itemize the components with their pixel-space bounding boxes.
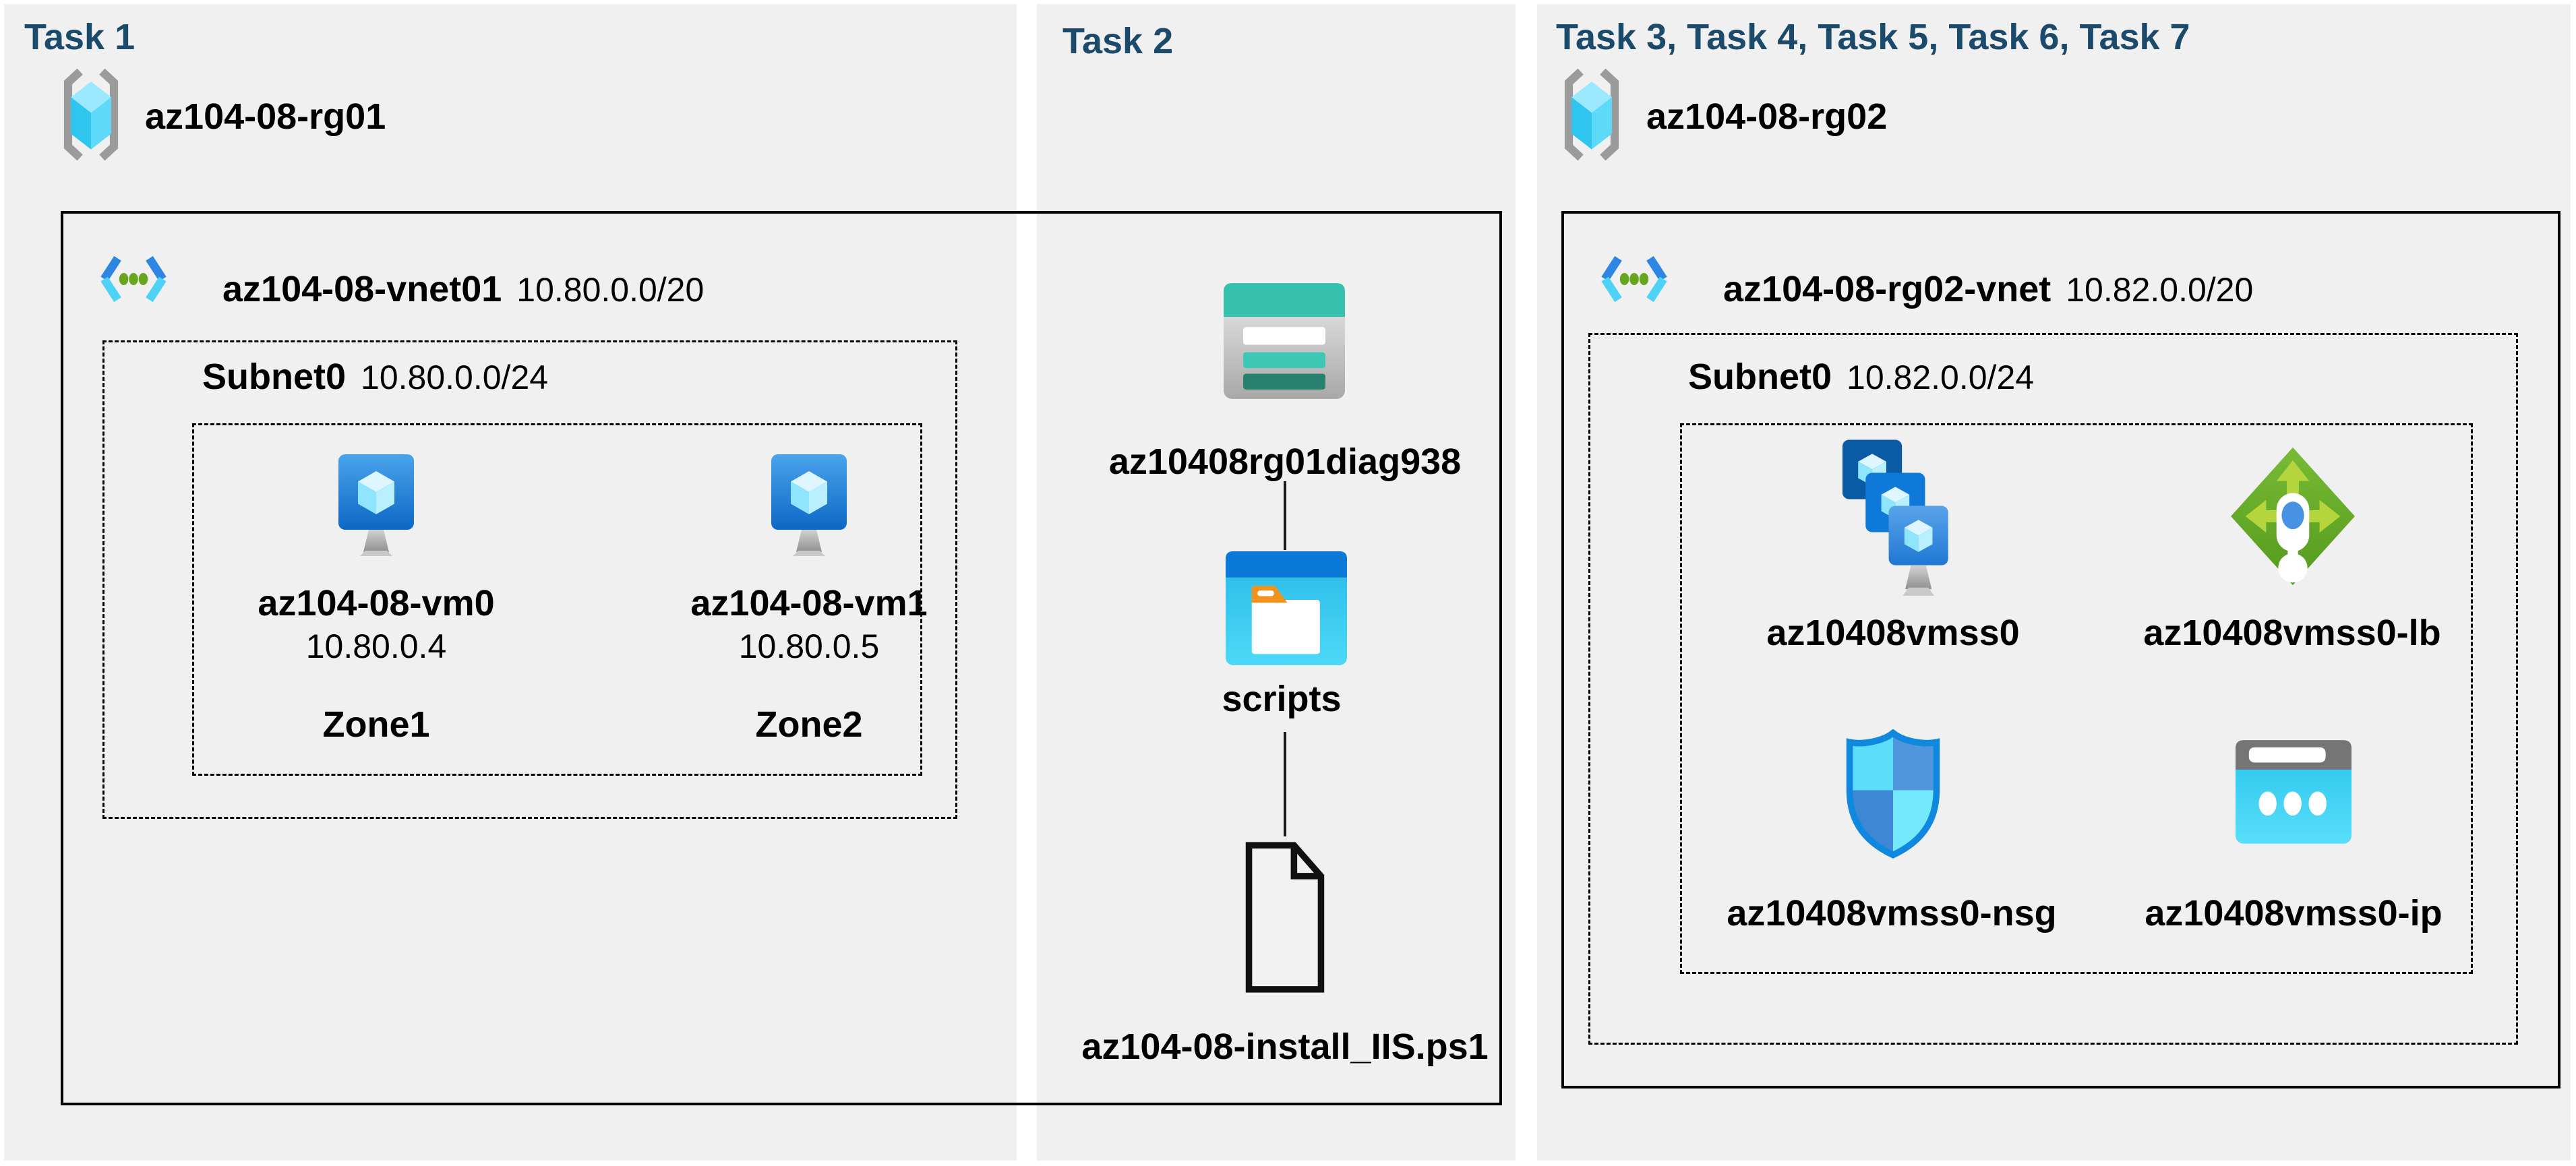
vm-scale-set-icon: [1824, 438, 1956, 603]
vmss-label: az10408vmss0: [1766, 613, 2020, 653]
vnet1-label: az104-08-vnet01 10.80.0.0/20: [222, 268, 704, 310]
vmss-resources-dashed-box: [1680, 423, 2473, 974]
vm-zone: Zone2: [755, 704, 863, 745]
virtual-machine-icon: [770, 453, 848, 557]
panel-task3: [1537, 4, 2571, 1161]
subnet1-cidr: 10.80.0.0/24: [361, 359, 549, 396]
file-label: az104-08-install_IIS.ps1: [1081, 1026, 1489, 1067]
vm-zone: Zone1: [322, 704, 430, 745]
vnet2-cidr: 10.82.0.0/20: [2066, 271, 2254, 309]
vnet1-cidr: 10.80.0.0/20: [516, 271, 705, 309]
lb-label: az10408vmss0-lb: [2143, 613, 2441, 653]
task1-title: Task 1: [24, 17, 136, 57]
subnet1-dashed-box: [102, 340, 957, 819]
task2-title: Task 2: [1062, 21, 1174, 61]
subnet1-label: Subnet0 10.80.0.0/24: [202, 356, 548, 398]
network-security-group-icon: [1842, 729, 1944, 859]
public-ip-label: az10408vmss0-ip: [2145, 893, 2443, 933]
storage-account-label: az10408rg01diag938: [1108, 441, 1462, 482]
task3-title: Task 3, Task 4, Task 5, Task 6, Task 7: [1556, 17, 2190, 57]
resource-group-icon: [1561, 69, 1622, 160]
zones-dashed-box: [192, 423, 922, 776]
connector-storage-to-container: [1284, 481, 1286, 550]
resource-group-label: az104-08-rg01: [145, 96, 386, 137]
vnet2-solid-box: [1561, 211, 2560, 1088]
vm-ip: 10.80.0.4: [305, 627, 447, 665]
virtual-network-icon: [96, 247, 171, 311]
subnet2-dashed-box: [1588, 333, 2518, 1045]
load-balancer-icon: [2228, 445, 2358, 588]
vnet1-name: az104-08-vnet01: [222, 269, 502, 309]
container-label: scripts: [1222, 679, 1342, 719]
public-ip-icon: [2236, 740, 2352, 844]
vm-name: az104-08-vm1: [690, 583, 928, 623]
vnet2-name: az104-08-rg02-vnet: [1723, 269, 2051, 309]
virtual-network-icon: [1596, 247, 1672, 311]
virtual-machine-icon: [337, 453, 415, 557]
blob-container-icon: [1226, 551, 1347, 665]
vm-name: az104-08-vm0: [258, 583, 495, 623]
subnet2-label: Subnet0 10.82.0.0/24: [1688, 356, 2034, 398]
subnet2-cidr: 10.82.0.0/24: [1847, 359, 2035, 396]
connector-container-to-file: [1284, 732, 1286, 836]
nsg-label: az10408vmss0-nsg: [1727, 893, 2057, 933]
resource-group-label: az104-08-rg02: [1646, 96, 1888, 137]
script-file-icon: [1242, 836, 1327, 998]
subnet1-name: Subnet0: [202, 357, 347, 397]
storage-account-icon: [1224, 283, 1345, 399]
subnet2-name: Subnet0: [1688, 357, 1832, 397]
vm-ip: 10.80.0.5: [738, 627, 880, 665]
resource-group-icon: [61, 69, 121, 160]
vnet1-solid-box: [61, 211, 1502, 1105]
vnet2-label: az104-08-rg02-vnet 10.82.0.0/20: [1723, 268, 2253, 310]
panel-task1: [4, 4, 1017, 1161]
